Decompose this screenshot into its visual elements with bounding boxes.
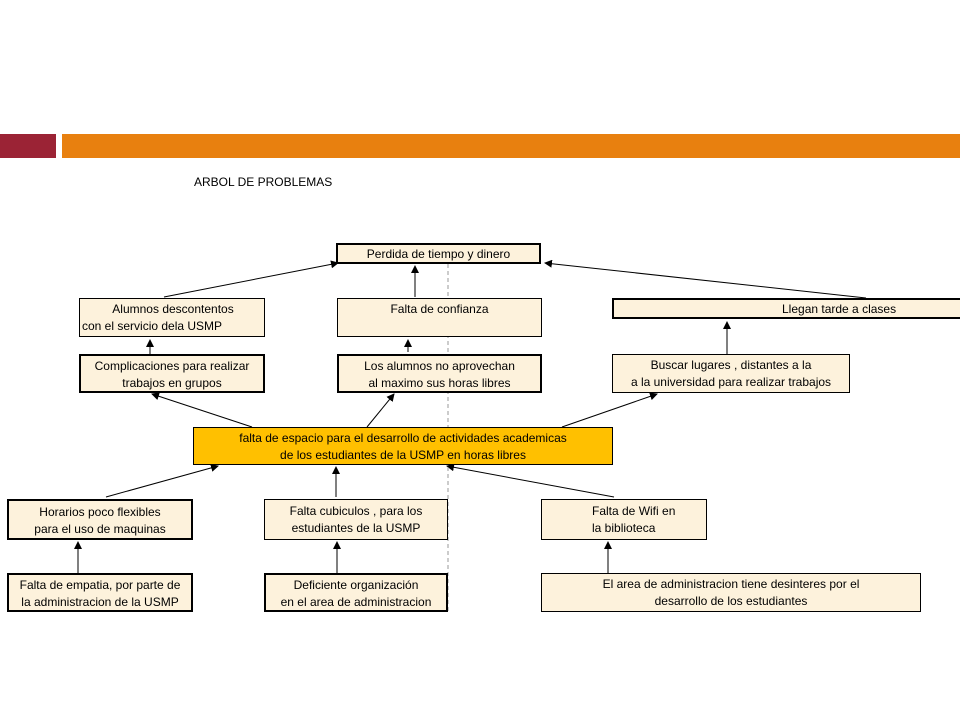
effect-box-buscar-lugares: Buscar lugares , distantes a la a la uni… — [612, 354, 850, 393]
box-text-line: con el servicio dela USMP — [82, 319, 223, 333]
box-text-line: desarrollo de los estudiantes — [654, 594, 808, 608]
box-text-line: Falta de Wifi en — [592, 504, 676, 518]
box-text-line: a la universidad para realizar trabajos — [630, 375, 832, 389]
box-text-line: Los alumnos no aprovechan — [364, 359, 515, 373]
box-text-line: Alumnos descontentos — [112, 302, 234, 316]
cause-box-wifi: Falta de Wifi en la biblioteca — [541, 499, 707, 540]
box-text-line: la biblioteca — [592, 521, 656, 535]
box-text-line: Deficiente organización — [293, 578, 419, 592]
cause-box-organizacion: Deficiente organización en el area de ad… — [264, 573, 448, 612]
effect-box-no-aprovechan: Los alumnos no aprovechan al maximo sus … — [337, 354, 542, 393]
box-text-line: Complicaciones para realizar — [94, 359, 250, 373]
box-text-line: Falta de empatia, por parte de — [19, 578, 181, 592]
effect-box-llegan-tarde: Llegan tarde a clases — [612, 298, 960, 319]
cause-box-cubiculos: Falta cubiculos , para los estudiantes d… — [264, 499, 448, 540]
header-bar-left — [0, 134, 56, 158]
box-text-line: falta de espacio para el desarrollo de a… — [239, 431, 567, 445]
box-text-line: la administracion de la USMP — [21, 595, 179, 609]
box-text-line: Buscar lugares , distantes a la — [650, 358, 812, 372]
header-bar-right — [62, 134, 960, 158]
effect-box-alumnos-descontentos: Alumnos descontentos con el servicio del… — [79, 298, 265, 337]
box-text-line: trabajos en grupos — [122, 376, 222, 390]
box-text-line: al maximo sus horas libres — [368, 376, 511, 390]
cause-box-empatia: Falta de empatia, por parte de la admini… — [7, 573, 193, 612]
box-text-line: para el uso de maquinas — [34, 522, 166, 536]
box-text-line: Perdida de tiempo y dinero — [366, 247, 511, 261]
box-text-line: en el area de administracion — [280, 595, 432, 609]
effect-box-complicaciones: Complicaciones para realizar trabajos en… — [79, 354, 265, 393]
box-text-line: El area de administracion tiene desinter… — [602, 577, 860, 591]
box-text-line: Llegan tarde a clases — [782, 302, 897, 316]
box-text-line: Falta de confianza — [390, 302, 489, 316]
effect-box-falta-confianza: Falta de confianza — [337, 298, 542, 337]
cause-box-horarios: Horarios poco flexibles para el uso de m… — [7, 499, 193, 540]
box-text-line: estudiantes de la USMP — [291, 521, 421, 535]
box-text-line: Horarios poco flexibles — [39, 505, 161, 519]
effect-top-box: Perdida de tiempo y dinero — [336, 243, 541, 264]
box-text-line: Falta cubiculos , para los — [289, 504, 423, 518]
box-text-line: de los estudiantes de la USMP en horas l… — [280, 448, 526, 462]
cause-box-desinteres: El area de administracion tiene desinter… — [541, 573, 921, 612]
diagram-title: ARBOL DE PROBLEMAS — [194, 175, 333, 189]
central-problem-box: falta de espacio para el desarrollo de a… — [193, 427, 613, 465]
